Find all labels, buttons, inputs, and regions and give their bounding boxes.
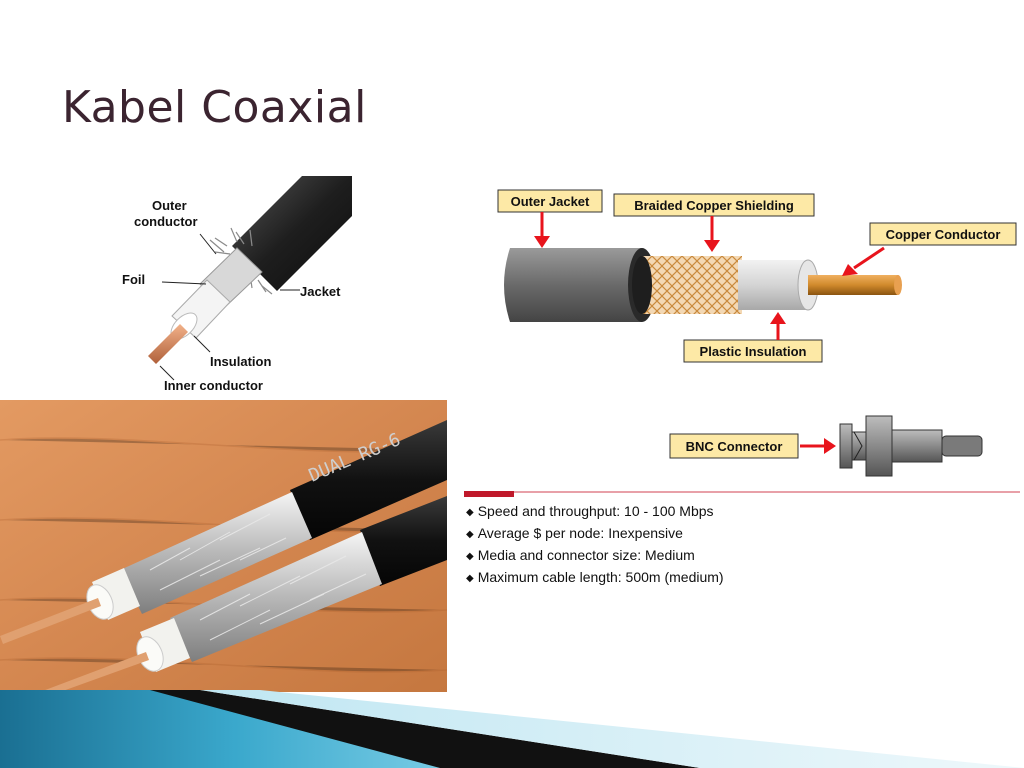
- insulation-shape: [738, 260, 808, 310]
- label-bnc-connector: BNC Connector: [669, 433, 799, 459]
- label-outer-conductor-1: Outer: [152, 198, 187, 213]
- label-jacket: Jacket: [300, 284, 341, 299]
- spec-text: Speed and throughput: 10 - 100 Mbps: [477, 503, 714, 519]
- cable-photo: DUAL RG-6: [0, 400, 447, 692]
- label-outer-jacket: Outer Jacket: [497, 189, 603, 213]
- svg-text:Copper Conductor: Copper Conductor: [886, 227, 1001, 242]
- spec-item: ◆Average $ per node: Inexpensive: [466, 522, 1006, 544]
- footer-decoration: [0, 690, 1024, 768]
- diamond-bullet-icon: ◆: [466, 507, 474, 518]
- jacket-shape: [232, 176, 352, 291]
- spec-item: ◆Speed and throughput: 10 - 100 Mbps: [466, 500, 1006, 522]
- svg-text:Outer Jacket: Outer Jacket: [511, 194, 590, 209]
- bnc-arrow: [800, 438, 836, 454]
- cable-cutaway-diagram: Outer conductor Foil Jacket Insulation I…: [122, 176, 352, 393]
- slide-title: Kabel Coaxial: [62, 82, 367, 133]
- inner-conductor-shape: [148, 324, 188, 364]
- braid-shape: [642, 256, 742, 314]
- spec-item: ◆Media and connector size: Medium: [466, 544, 1006, 566]
- bnc-connector-diagram: BNC Connector: [669, 415, 983, 477]
- svg-text:BNC Connector: BNC Connector: [686, 439, 783, 454]
- spec-text: Average $ per node: Inexpensive: [477, 525, 683, 541]
- diamond-bullet-icon: ◆: [466, 529, 474, 540]
- label-foil: Foil: [122, 272, 145, 287]
- specs-list: ◆Speed and throughput: 10 - 100 Mbps ◆Av…: [466, 500, 1006, 588]
- specs-divider: [464, 491, 1020, 493]
- label-inner-conductor: Inner conductor: [164, 378, 263, 393]
- bnc-connector-shape: [839, 415, 983, 477]
- svg-text:Braided Copper Shielding: Braided Copper Shielding: [634, 198, 794, 213]
- outer-jacket-shape: [504, 248, 642, 322]
- diamond-bullet-icon: ◆: [466, 573, 474, 584]
- spec-text: Media and connector size: Medium: [477, 547, 695, 563]
- diamond-bullet-icon: ◆: [466, 551, 474, 562]
- label-braided-shielding: Braided Copper Shielding: [613, 193, 815, 217]
- spec-text: Maximum cable length: 500m (medium): [477, 569, 724, 585]
- label-plastic-insulation: Plastic Insulation: [683, 339, 823, 363]
- spec-item: ◆Maximum cable length: 500m (medium): [466, 566, 1006, 588]
- cable-2: [40, 496, 447, 692]
- callout-arrows: [534, 212, 885, 340]
- copper-shape: [808, 275, 898, 295]
- label-insulation: Insulation: [210, 354, 271, 369]
- svg-text:Plastic Insulation: Plastic Insulation: [700, 344, 807, 359]
- cable-1: DUAL RG-6: [0, 420, 447, 644]
- label-outer-conductor-2: conductor: [134, 214, 198, 229]
- specs-divider-accent: [464, 491, 514, 497]
- label-copper-conductor: Copper Conductor: [869, 222, 1017, 246]
- cable-layers-diagram: Outer Jacket Braided Copper Shielding Co…: [497, 189, 1017, 363]
